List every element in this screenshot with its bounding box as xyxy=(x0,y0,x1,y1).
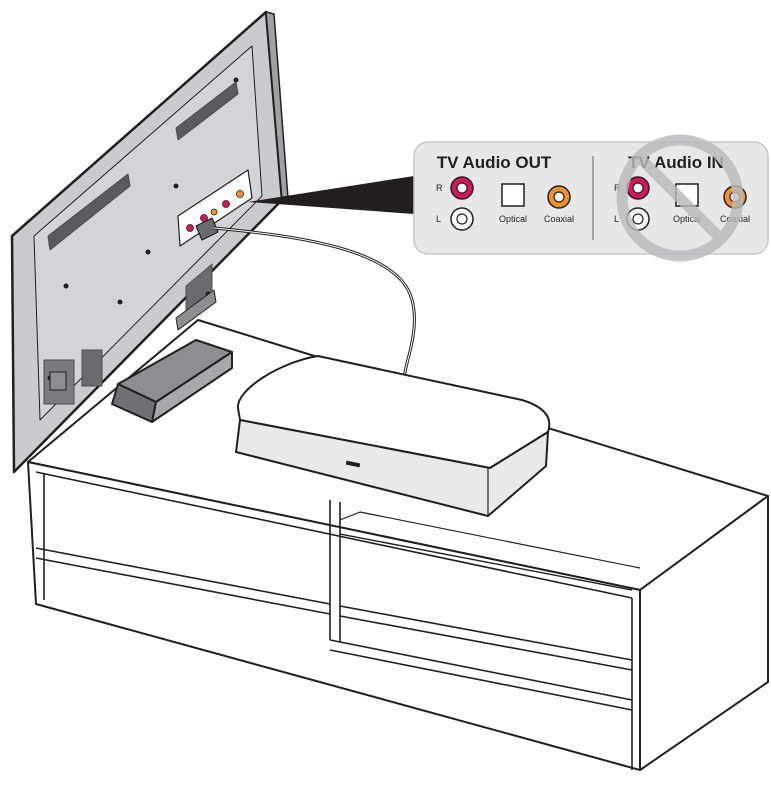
tv-vents-top xyxy=(47,81,239,251)
callout-pointer xyxy=(248,176,414,214)
out-coaxial-label: Coaxial xyxy=(544,214,574,224)
optical-plug xyxy=(195,217,219,241)
audio-console xyxy=(235,355,551,517)
tv-pedestal xyxy=(111,339,233,423)
in-optical-label: Optical xyxy=(673,214,701,224)
out-optical-port xyxy=(501,183,525,207)
out-optical-label: Optical xyxy=(499,214,527,224)
out-left-label: L xyxy=(436,214,441,224)
tv-audio-out-panel: TV Audio OUT R L Optical Coaxial xyxy=(436,153,574,231)
prohibited-icon xyxy=(616,134,744,262)
out-panel-title: TV Audio OUT xyxy=(437,153,552,172)
tv xyxy=(10,10,289,474)
stand-side xyxy=(639,495,769,771)
out-right-label: R xyxy=(436,183,443,193)
in-left-label: L xyxy=(614,214,619,224)
callout-panel: TV Audio OUT R L Optical Coaxial TV Audi… xyxy=(413,134,769,262)
